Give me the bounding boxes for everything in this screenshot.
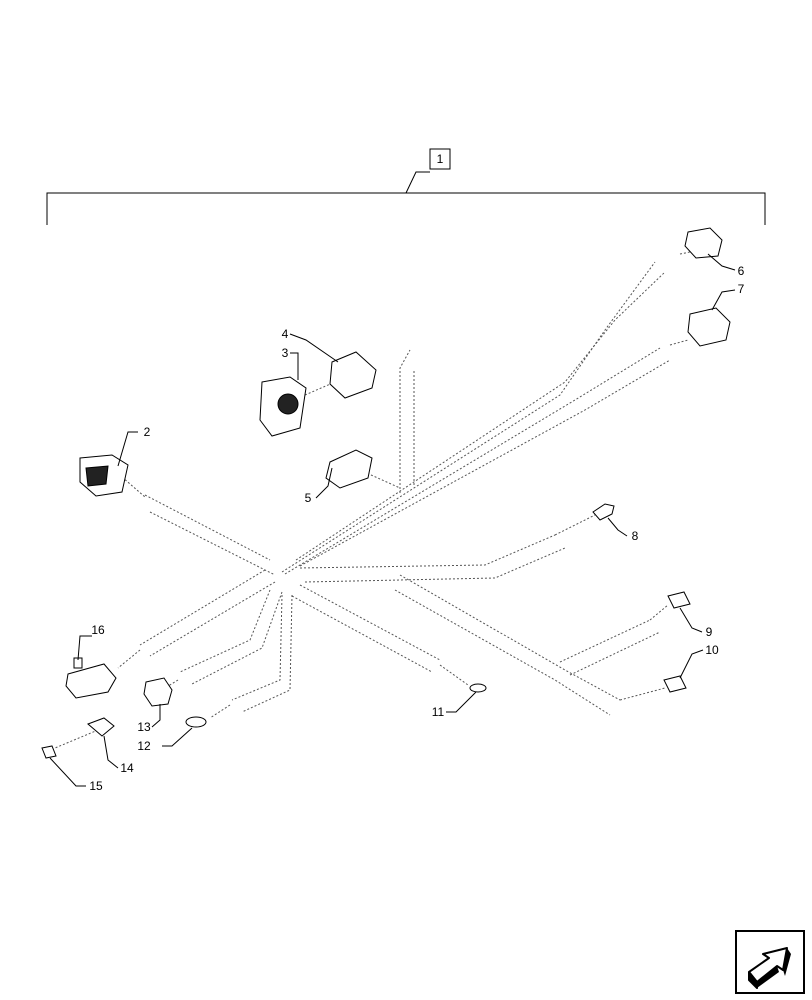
callout-4: 4 [282,327,289,341]
ring-terminal-12 [185,716,207,728]
callout-6: 6 [738,264,745,278]
callout-11: 11 [432,705,445,719]
connector-13 [143,677,173,707]
connector-5 [325,449,373,489]
connector-14 [87,717,115,737]
ring-terminal-8 [592,503,615,521]
callout-3: 3 [282,346,289,360]
callout-14: 14 [120,761,134,775]
connector-9 [667,591,691,609]
assembly-bracket: 1 [46,148,766,225]
terminal-15 [41,745,57,759]
connector-2 [79,454,129,497]
connector-leaders [54,249,701,749]
callout-12: 12 [137,739,151,753]
connector-6 [684,227,723,259]
callout-13: 13 [137,720,151,734]
callout-7: 7 [738,282,745,296]
callout-2: 2 [144,425,151,439]
callout-16: 16 [91,623,105,637]
connector-16 [65,657,117,699]
connector-7 [687,307,731,347]
callout-15: 15 [89,779,103,793]
callout-1: 1 [437,152,444,166]
ring-terminal-11 [469,683,487,693]
connector-10 [663,675,687,693]
callout-5: 5 [305,491,312,505]
connector-3 [259,376,307,437]
callout-labels: 2 3 4 5 6 7 8 9 10 11 12 13 14 15 16 [89,264,744,793]
callout-10: 10 [705,643,719,657]
callout-9: 9 [706,625,713,639]
connector-4 [329,351,377,399]
callout-leaders [49,253,736,787]
harness-branches [139,261,671,716]
arrow-next-icon [735,930,805,994]
next-page-button[interactable] [735,930,805,994]
callout-8: 8 [632,529,639,543]
